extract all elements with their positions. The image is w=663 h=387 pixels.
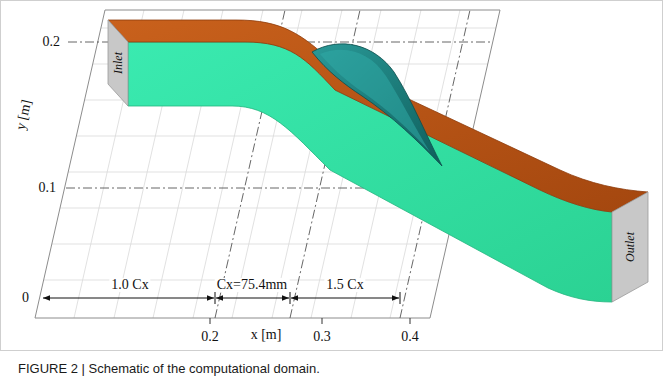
axis-title: y [m] <box>13 97 34 134</box>
dimension-lines <box>43 292 400 304</box>
dimension-label: 1.5 Cx <box>324 278 365 292</box>
tick-value: 0.2 <box>199 330 221 344</box>
outlet-face <box>612 192 648 302</box>
tick-value: 0.2 <box>41 35 63 49</box>
boundary-label: Inlet <box>112 52 124 74</box>
dimension-label: 1.0 Cx <box>109 278 150 292</box>
inlet-face <box>108 20 128 106</box>
dimension-label: Cx=75.4mm <box>215 278 290 292</box>
boundary-label: Outlet <box>624 232 636 262</box>
axis-title: x [m] <box>249 328 284 342</box>
blade <box>312 44 442 166</box>
figure-caption: FIGURE 2 | Schematic of the computationa… <box>18 361 320 376</box>
figure-frame <box>1 1 663 351</box>
tick-value: 0 <box>20 291 31 305</box>
axis-ticks <box>210 318 410 324</box>
tick-value: 0.1 <box>37 181 59 195</box>
endwall-surface <box>108 20 648 212</box>
tick-value: 0.3 <box>311 330 333 344</box>
tick-value: 0.4 <box>399 330 421 344</box>
